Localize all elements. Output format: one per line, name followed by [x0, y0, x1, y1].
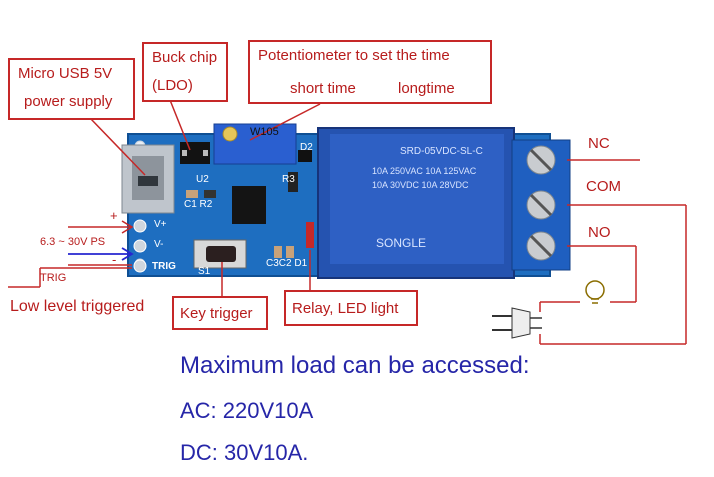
bulb-icon [585, 280, 605, 304]
silk-r3: R3 [282, 174, 295, 185]
pad-vminus [133, 239, 147, 253]
power-callout-line1: Micro USB 5V [18, 65, 113, 82]
key-callout-text: Key trigger [180, 305, 253, 322]
timer-ic [232, 186, 266, 224]
pad-vplus [133, 219, 147, 233]
silk-d2: D2 [300, 142, 313, 153]
plus-label: + [110, 208, 118, 223]
max-load-heading: Maximum load can be accessed: [180, 352, 530, 379]
pot-callout-long: longtime [398, 80, 455, 97]
silk-c1r2: C1 R2 [184, 199, 213, 210]
no-label: NO [588, 224, 611, 241]
power-callout-line2: power supply [24, 93, 113, 110]
silk-vminus: V- [154, 239, 164, 250]
ac-rating: AC: 220V10A [180, 398, 314, 423]
dc-rating: DC: 30V10A. [180, 440, 309, 465]
buck-callout-line1: Buck chip [152, 49, 218, 66]
relay-led-callout: Relay, LED light [284, 290, 418, 326]
silk-trig: TRIG [152, 261, 176, 272]
trig-label: TRIG [40, 272, 67, 284]
pad-trig [133, 259, 147, 273]
silk-c3c2d1: C3C2 D1 [266, 258, 308, 269]
pot-code: W105 [250, 126, 279, 138]
pot-callout-title: Potentiometer to set the time [258, 47, 450, 64]
relay-rating-1: 10A 250VAC 10A 125VAC [372, 166, 477, 176]
plug-icon [492, 307, 542, 339]
relay-brand: SONGLE [376, 236, 427, 250]
silk-vplus: V+ [154, 219, 167, 230]
power-supply-callout: Micro USB 5V power supply [8, 58, 135, 120]
key-trigger-callout: Key trigger [172, 296, 268, 330]
relay-model: SRD-05VDC-SL-C [400, 146, 483, 157]
potentiometer-callout: Potentiometer to set the time short time… [248, 40, 492, 104]
silk-s1: S1 [198, 266, 211, 277]
com-label: COM [586, 178, 621, 195]
supply-voltage-label: 6.3 ~ 30V PS [40, 236, 106, 248]
nc-label: NC [588, 135, 610, 152]
buck-chip-callout: Buck chip (LDO) [142, 42, 228, 102]
low-level-triggered-label: Low level triggered [10, 298, 145, 315]
relay-callout-text: Relay, LED light [292, 300, 399, 317]
buck-chip [180, 142, 210, 164]
relay-rating-2: 10A 30VDC 10A 28VDC [372, 180, 469, 190]
silk-u2: U2 [196, 174, 209, 185]
minus-label: - [112, 252, 117, 267]
buck-callout-line2: (LDO) [152, 77, 193, 94]
pot-callout-short: short time [290, 80, 356, 97]
led [306, 222, 314, 248]
